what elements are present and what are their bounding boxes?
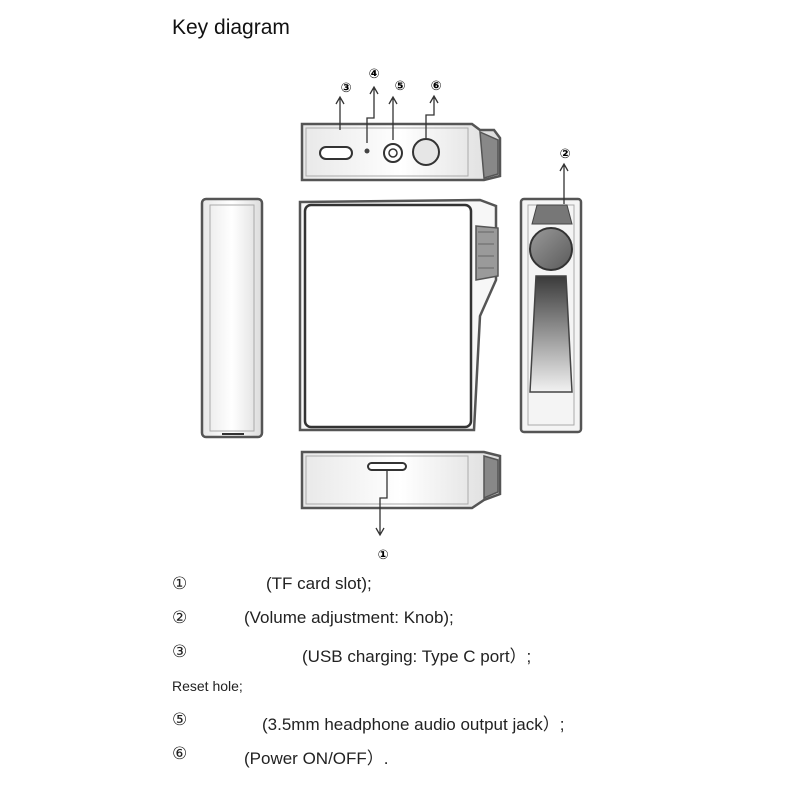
legend-number: ①	[172, 574, 188, 593]
top-view	[300, 122, 502, 182]
callout-2: ②	[559, 147, 570, 162]
callout-labels: ③ ④ ⑤ ⑥ ② ①	[340, 67, 570, 563]
bottom-view	[300, 450, 502, 510]
callout-3: ③	[340, 81, 351, 96]
legend-number: ③	[172, 642, 188, 661]
headphone-jack-shape	[383, 143, 403, 163]
callout-5: ⑤	[394, 79, 405, 94]
front-view	[298, 198, 499, 432]
right-side-view	[519, 197, 583, 434]
legend-number: ⑤	[172, 710, 188, 729]
legend-text: (3.5mm headphone audio output jack）;	[262, 715, 565, 734]
callout-6: ⑥	[430, 79, 441, 94]
legend-text: (Volume adjustment: Knob);	[244, 608, 454, 627]
callout-arrows	[335, 85, 569, 537]
legend-text: (TF card slot);	[266, 574, 372, 593]
diagram-title: Key diagram	[172, 16, 290, 39]
power-button-shape	[412, 138, 440, 166]
legend-text: (USB charging: Type C port）;	[302, 647, 532, 666]
legend-text: (Power ON/OFF）.	[244, 749, 389, 768]
legend-text: Reset hole;	[172, 678, 243, 694]
tf-card-slot-shape	[367, 462, 407, 471]
legend-number: ②	[172, 608, 188, 627]
volume-knob-shape	[529, 227, 573, 271]
legend-number: ⑥	[172, 744, 188, 763]
reset-hole-shape	[364, 148, 370, 154]
usb-c-port-shape	[319, 146, 353, 160]
callout-4: ④	[368, 67, 379, 82]
callout-1: ①	[377, 548, 388, 563]
left-side-view	[200, 197, 264, 439]
device-key-diagram: ③ ④ ⑤ ⑥ ② ①	[200, 67, 583, 563]
